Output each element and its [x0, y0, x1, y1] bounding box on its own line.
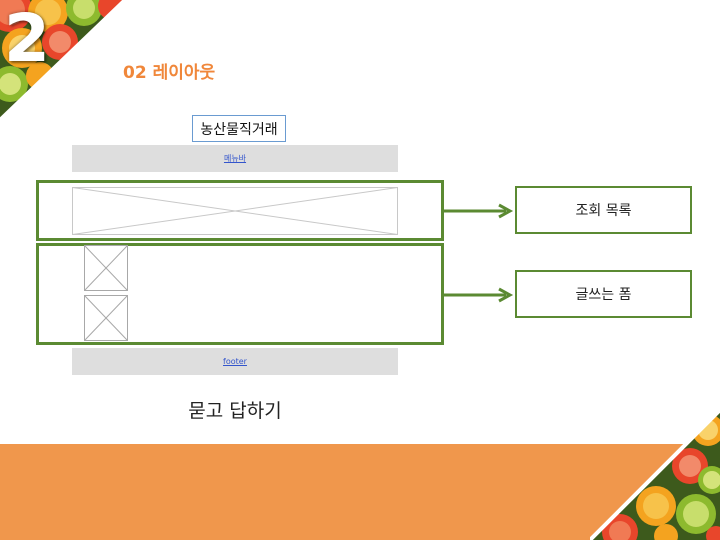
form-annotation-label: 글쓰는 폼	[515, 270, 692, 318]
citrus-corner-bottom-right	[590, 410, 720, 540]
slide-caption: 묻고 답하기	[188, 400, 282, 422]
form-image-placeholder	[84, 295, 128, 341]
arrow-right-icon	[444, 287, 514, 303]
bottom-band	[0, 444, 720, 540]
arrow-right-icon	[444, 203, 514, 219]
form-image-placeholder	[84, 245, 128, 291]
footer-bar: footer	[72, 348, 398, 375]
list-annotation-label: 조회 목록	[515, 186, 692, 234]
citrus-corner-top-left	[0, 0, 125, 120]
section-title: 02 레이아웃	[123, 63, 216, 83]
list-image-placeholder	[72, 187, 398, 235]
site-title-box[interactable]: 농산물직거래	[192, 115, 286, 142]
list-section-frame	[36, 180, 444, 241]
menu-bar-link[interactable]: 메뉴바	[223, 154, 247, 163]
footer-link[interactable]: footer	[223, 357, 247, 366]
slide-number: 2	[4, 0, 50, 77]
form-section-frame	[36, 243, 444, 345]
menu-bar: 메뉴바	[72, 145, 398, 172]
